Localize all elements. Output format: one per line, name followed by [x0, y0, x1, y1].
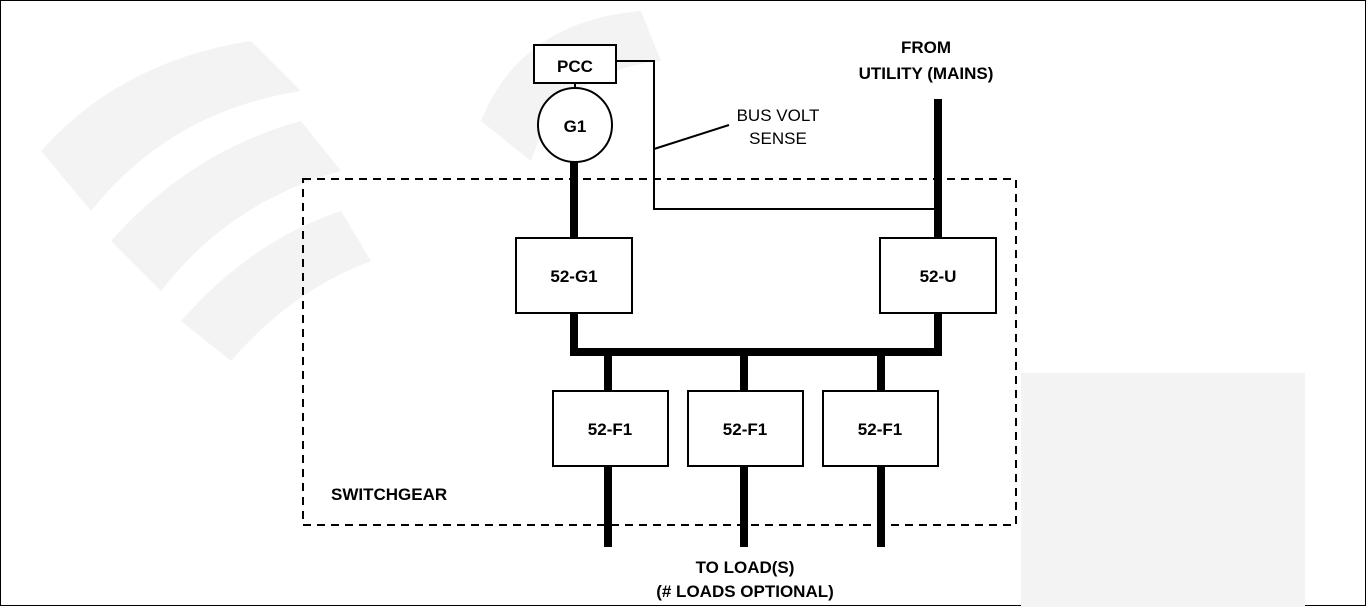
feeder-label-3: 52-F1	[858, 420, 902, 439]
utility-label-line2: UTILITY (MAINS)	[859, 64, 994, 83]
bus-sense-label-line1: BUS VOLT	[737, 106, 820, 125]
bus-conductors	[570, 99, 942, 547]
generator-g1	[537, 87, 613, 163]
bus-volt-sense-leader	[653, 124, 730, 150]
breaker-utility-label: 52-U	[920, 267, 957, 286]
bus-volt-sense-wire	[616, 60, 938, 210]
breaker-gen-label: 52-G1	[550, 267, 597, 286]
breaker-52-u	[879, 237, 997, 314]
generator-label: G1	[564, 117, 587, 136]
feeder-breaker-2	[687, 390, 804, 467]
feeder-breaker-1	[552, 390, 669, 467]
utility-label-line1: FROM	[901, 38, 951, 57]
feeder-label-1: 52-F1	[588, 420, 632, 439]
feeder-breaker-3	[822, 390, 939, 467]
feeder-label-2: 52-F1	[723, 420, 767, 439]
bus-sense-label-line2: SENSE	[749, 129, 807, 148]
pcc-label: PCC	[557, 57, 593, 76]
switchgear-label: SWITCHGEAR	[331, 485, 447, 504]
breaker-52-g1	[515, 237, 633, 314]
load-label-line1: TO LOAD(S)	[696, 558, 795, 577]
switchgear-boundary	[302, 178, 1017, 526]
load-label-line2: (# LOADS OPTIONAL)	[656, 582, 834, 601]
watermark-logo	[41, 11, 1305, 607]
pcc-box	[533, 44, 617, 84]
